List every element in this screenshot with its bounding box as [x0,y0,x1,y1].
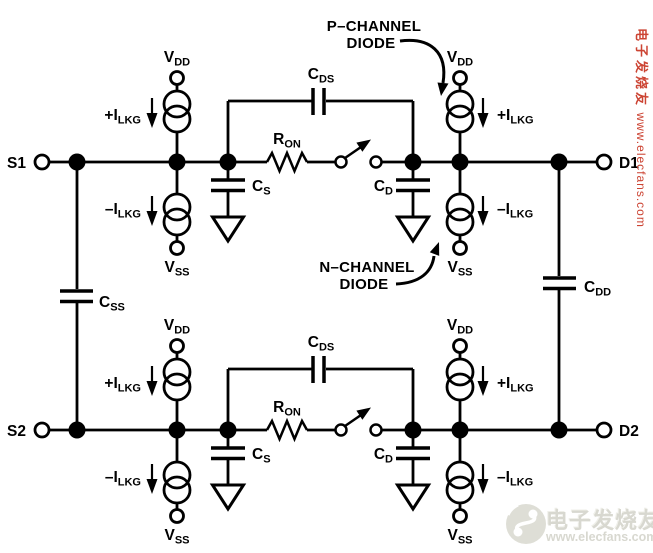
ilkg-minus-label-ch2-right: –ILKG [497,469,533,489]
terminal-d2-circle [595,421,613,439]
cds-label-ch2: CDS [308,334,334,354]
terminal-s2-label: S2 [7,423,26,440]
ron-label-ch1: RON [273,131,301,151]
vss-label-ch1-left: VSS [164,259,189,279]
n-channel-diode-label-line2: DIODE [339,276,388,293]
capacitor-cs-ch2-with-ground [209,430,247,511]
vss-label-ch2-left: VSS [164,527,189,547]
ilkg-minus-label-ch2-left: –ILKG [105,469,141,489]
ilkg-plus-label-ch1-right: +ILKG [497,107,534,127]
watermark-corner: 电子发烧友 www.elecfans.com [505,498,653,550]
arrow-ilkg-plus-ch2-left [145,364,159,398]
terminals [33,153,613,439]
cdd-label: CDD [584,279,611,299]
vdd-label-ch2-right: VDD [447,317,473,337]
capacitor-cd-ch2-with-ground [394,430,432,511]
terminal-d2-label: D2 [619,423,639,440]
terminal-s2-circle [33,421,51,439]
ilkg-plus-label-ch1-left: +ILKG [104,107,141,127]
capacitor-cds1 [311,88,326,115]
ilkg-minus-label-ch1-left: –ILKG [105,201,141,221]
terminal-s1-label: S1 [7,155,26,172]
n-channel-diode-label-line1: N–CHANNEL [319,259,414,276]
watermark-edge-brand: 电子发烧友 [634,28,649,109]
watermark-url-text: www.elecfans.com [546,530,653,544]
vdd-label-ch2-left: VDD [164,317,190,337]
vdd-label-ch1-left: VDD [164,49,190,69]
cds-label-ch1: CDS [308,66,334,86]
arrow-ilkg-minus-ch2-left [145,462,159,496]
junction-dots [68,153,568,439]
terminal-d1-label: D1 [619,155,639,172]
arrow-ilkg-plus-ch1-left [145,96,159,130]
arrow-ilkg-plus-ch2-right [476,364,490,398]
cs-label-ch1: CS [252,178,271,198]
cd-label-ch2: CD [374,446,393,466]
ron-label-ch2: RON [273,399,301,419]
ilkg-plus-label-ch2-right: +ILKG [497,375,534,395]
switch-ch2 [334,406,383,437]
capacitor-cdd [543,276,576,291]
switch-ch1 [334,138,383,169]
ilkg-minus-label-ch1-right: –ILKG [497,201,533,221]
n-channel-diode-arrow [395,242,440,286]
terminal-d1-circle [595,153,613,171]
watermark-edge-url: www.elecfans.com [634,112,648,228]
watermark-brand-text: 电子发烧友 [546,508,653,533]
cd-label-ch1: CD [374,178,393,198]
capacitor-cd-ch1-with-ground [394,162,432,243]
p-channel-diode-label-line2: DIODE [346,35,395,52]
capacitor-cds2 [311,356,326,383]
terminal-s1-circle [33,153,51,171]
cs-label-ch2: CS [252,446,271,466]
capacitor-css [60,289,93,304]
arrow-ilkg-minus-ch2-right [476,462,490,496]
vss-label-ch1-right: VSS [447,259,472,279]
vss-label-ch2-right: VSS [447,527,472,547]
p-channel-diode-label-line1: P–CHANNEL [327,18,421,35]
arrow-ilkg-minus-ch1-left [145,194,159,228]
resistor-ron-ch2 [265,419,309,441]
vdd-label-ch1-right: VDD [447,49,473,69]
ilkg-plus-label-ch2-left: +ILKG [104,375,141,395]
capacitor-cs-ch1-with-ground [209,162,247,243]
arrow-ilkg-minus-ch1-right [476,194,490,228]
elecfans-logo-icon [506,503,546,544]
css-label: CSS [99,294,125,314]
watermark-edge-vertical: 电子发烧友 www.elecfans.com [632,28,652,228]
arrow-ilkg-plus-ch1-right [476,96,490,130]
resistor-ron-ch1 [265,151,309,173]
p-channel-diode-arrow [399,38,449,96]
